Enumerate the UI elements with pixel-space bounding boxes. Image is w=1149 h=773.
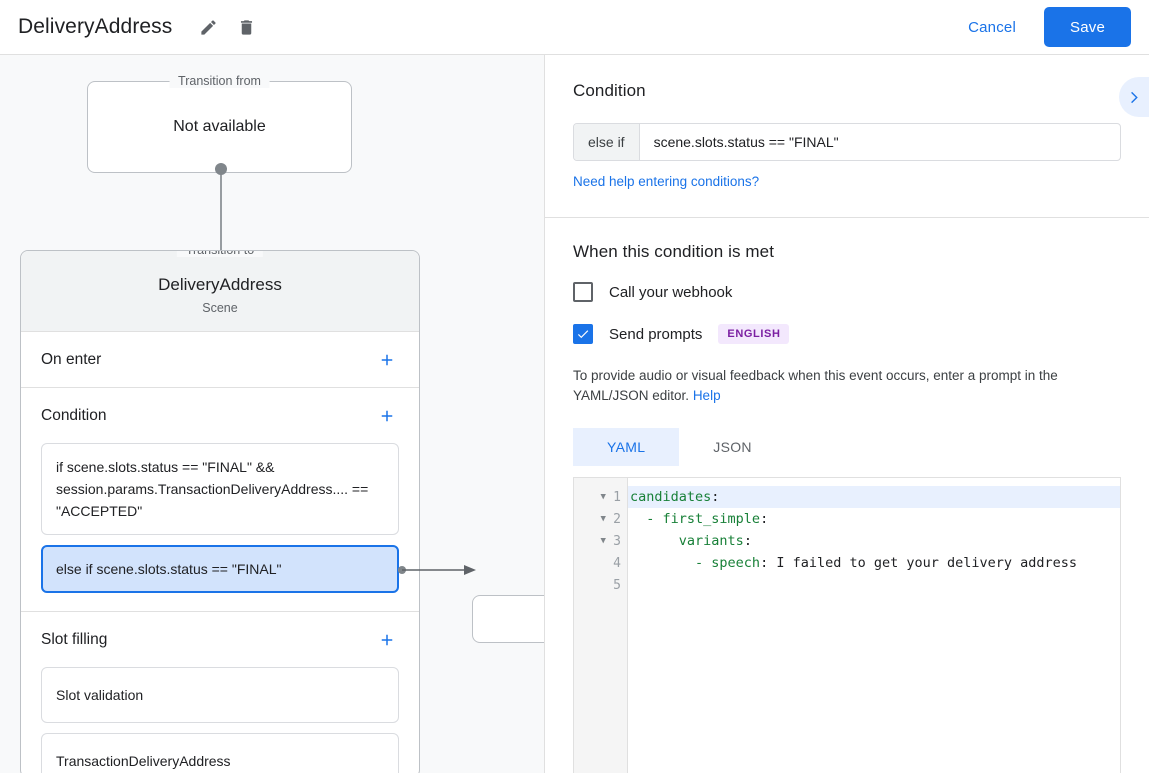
fold-toggle-icon[interactable]: ▼ — [600, 514, 606, 524]
condition-help-link[interactable]: Need help entering conditions? — [573, 174, 760, 189]
condition-chip-elseif[interactable]: else if scene.slots.status == "FINAL" — [41, 545, 399, 593]
transition-to-node[interactable]: Transition to DeliveryAddress Scene On e… — [20, 250, 420, 773]
code-key: candidates — [630, 489, 712, 505]
language-badge: ENGLISH — [718, 324, 790, 344]
pencil-icon[interactable] — [194, 13, 222, 41]
send-prompts-checkbox-row[interactable]: Send prompts ENGLISH — [573, 324, 1121, 344]
condition-expression-input[interactable] — [639, 124, 1120, 160]
cancel-button[interactable]: Cancel — [954, 11, 1030, 44]
gutter-line: ▼4 — [574, 552, 627, 574]
section-on-enter: On enter — [21, 332, 419, 388]
save-button[interactable]: Save — [1044, 7, 1131, 47]
code-colon: : — [743, 533, 752, 549]
transition-from-title: Not available — [173, 118, 266, 135]
webhook-checkbox-row[interactable]: Call your webhook — [573, 282, 1121, 302]
code-colon: : — [760, 511, 769, 527]
gutter-line: ▼2 — [574, 508, 627, 530]
next-node-stub[interactable] — [472, 595, 544, 643]
line-number: 4 — [613, 555, 621, 571]
send-prompts-checkbox[interactable] — [573, 324, 593, 344]
webhook-checkbox[interactable] — [573, 282, 593, 302]
editor-gutter: ▼1 ▼2 ▼3 ▼4 ▼5 — [574, 478, 628, 773]
code-line[interactable]: candidates: — [628, 486, 1120, 508]
section-on-enter-head: On enter — [41, 332, 399, 387]
editor-format-tabs: YAML JSON — [573, 428, 1121, 466]
flow-arrow-right — [398, 560, 544, 580]
fold-toggle-icon[interactable]: ▼ — [600, 536, 606, 546]
details-panel: Condition else if Need help entering con… — [545, 55, 1149, 773]
prompts-help-link[interactable]: Help — [692, 388, 721, 403]
when-met-heading: When this condition is met — [573, 242, 775, 261]
code-line[interactable]: - speech: I failed to get your delivery … — [628, 552, 1120, 574]
section-condition-head: Condition — [41, 388, 399, 443]
prompts-helper-text: To provide audio or visual feedback when… — [573, 366, 1121, 406]
prompts-helper-sentence: To provide audio or visual feedback when… — [573, 368, 1058, 403]
panel-condition-section: Condition else if Need help entering con… — [545, 55, 1149, 218]
panel-when-met-section: When this condition is met Call your web… — [545, 218, 1149, 773]
code-key: variants — [678, 533, 744, 549]
code-value: I failed to get your delivery address — [768, 555, 1078, 571]
section-slot-filling-title: Slot filling — [41, 630, 108, 648]
gutter-line: ▼1 — [574, 486, 627, 508]
scene-name: DeliveryAddress — [158, 275, 282, 294]
transition-from-legend: Transition from — [169, 74, 270, 88]
condition-chip-if[interactable]: if scene.slots.status == "FINAL" && sess… — [41, 443, 399, 535]
line-number: 1 — [613, 489, 621, 505]
section-slot-filling-head: Slot filling — [41, 612, 399, 667]
add-condition-icon[interactable] — [375, 404, 399, 428]
fold-toggle-icon[interactable]: ▼ — [600, 492, 606, 502]
line-number: 2 — [613, 511, 621, 527]
section-condition-title: Condition — [41, 406, 107, 424]
transaction-delivery-address-chip[interactable]: TransactionDeliveryAddress — [41, 733, 399, 773]
page-title: DeliveryAddress — [18, 15, 173, 38]
condition-spacer — [41, 603, 399, 611]
code-key: - first_simple — [646, 511, 761, 527]
yaml-editor[interactable]: ▼1 ▼2 ▼3 ▼4 ▼5 candidates: - first_simpl… — [573, 477, 1121, 773]
section-slot-filling: Slot filling Slot validation Transaction… — [21, 612, 419, 773]
add-on-enter-icon[interactable] — [375, 348, 399, 372]
chevron-right-icon[interactable] — [1119, 77, 1149, 117]
line-number: 3 — [613, 533, 621, 549]
condition-prefix: else if — [574, 124, 640, 160]
scene-header[interactable]: DeliveryAddress Scene — [21, 251, 419, 332]
tab-json[interactable]: JSON — [679, 428, 786, 466]
code-line[interactable] — [628, 574, 1120, 596]
code-line[interactable]: variants: — [628, 530, 1120, 552]
flow-canvas[interactable]: Transition from Not available Transition… — [0, 55, 545, 773]
trash-icon[interactable] — [232, 13, 260, 41]
line-number: 5 — [613, 577, 621, 593]
transition-to-legend: Transition to — [176, 251, 264, 257]
editor-code-area[interactable]: candidates: - first_simple: variants: - … — [628, 478, 1120, 773]
condition-heading: Condition — [573, 81, 646, 100]
tab-yaml[interactable]: YAML — [573, 428, 680, 466]
gutter-line: ▼5 — [574, 574, 627, 596]
code-colon: : — [760, 555, 769, 571]
section-condition: Condition if scene.slots.status == "FINA… — [21, 388, 419, 612]
webhook-label: Call your webhook — [609, 283, 733, 301]
add-slot-filling-icon[interactable] — [375, 628, 399, 652]
code-colon: : — [711, 489, 720, 505]
transition-from-node[interactable]: Transition from Not available — [87, 74, 352, 173]
scene-type: Scene — [202, 301, 238, 315]
send-prompts-label: Send prompts — [609, 325, 703, 343]
section-on-enter-title: On enter — [41, 350, 102, 368]
code-line[interactable]: - first_simple: — [628, 508, 1120, 530]
app-header: DeliveryAddress Cancel Save — [0, 0, 1149, 55]
gutter-line: ▼3 — [574, 530, 627, 552]
condition-input-row[interactable]: else if — [573, 123, 1121, 161]
slot-validation-chip[interactable]: Slot validation — [41, 667, 399, 723]
code-key: - speech — [695, 555, 761, 571]
